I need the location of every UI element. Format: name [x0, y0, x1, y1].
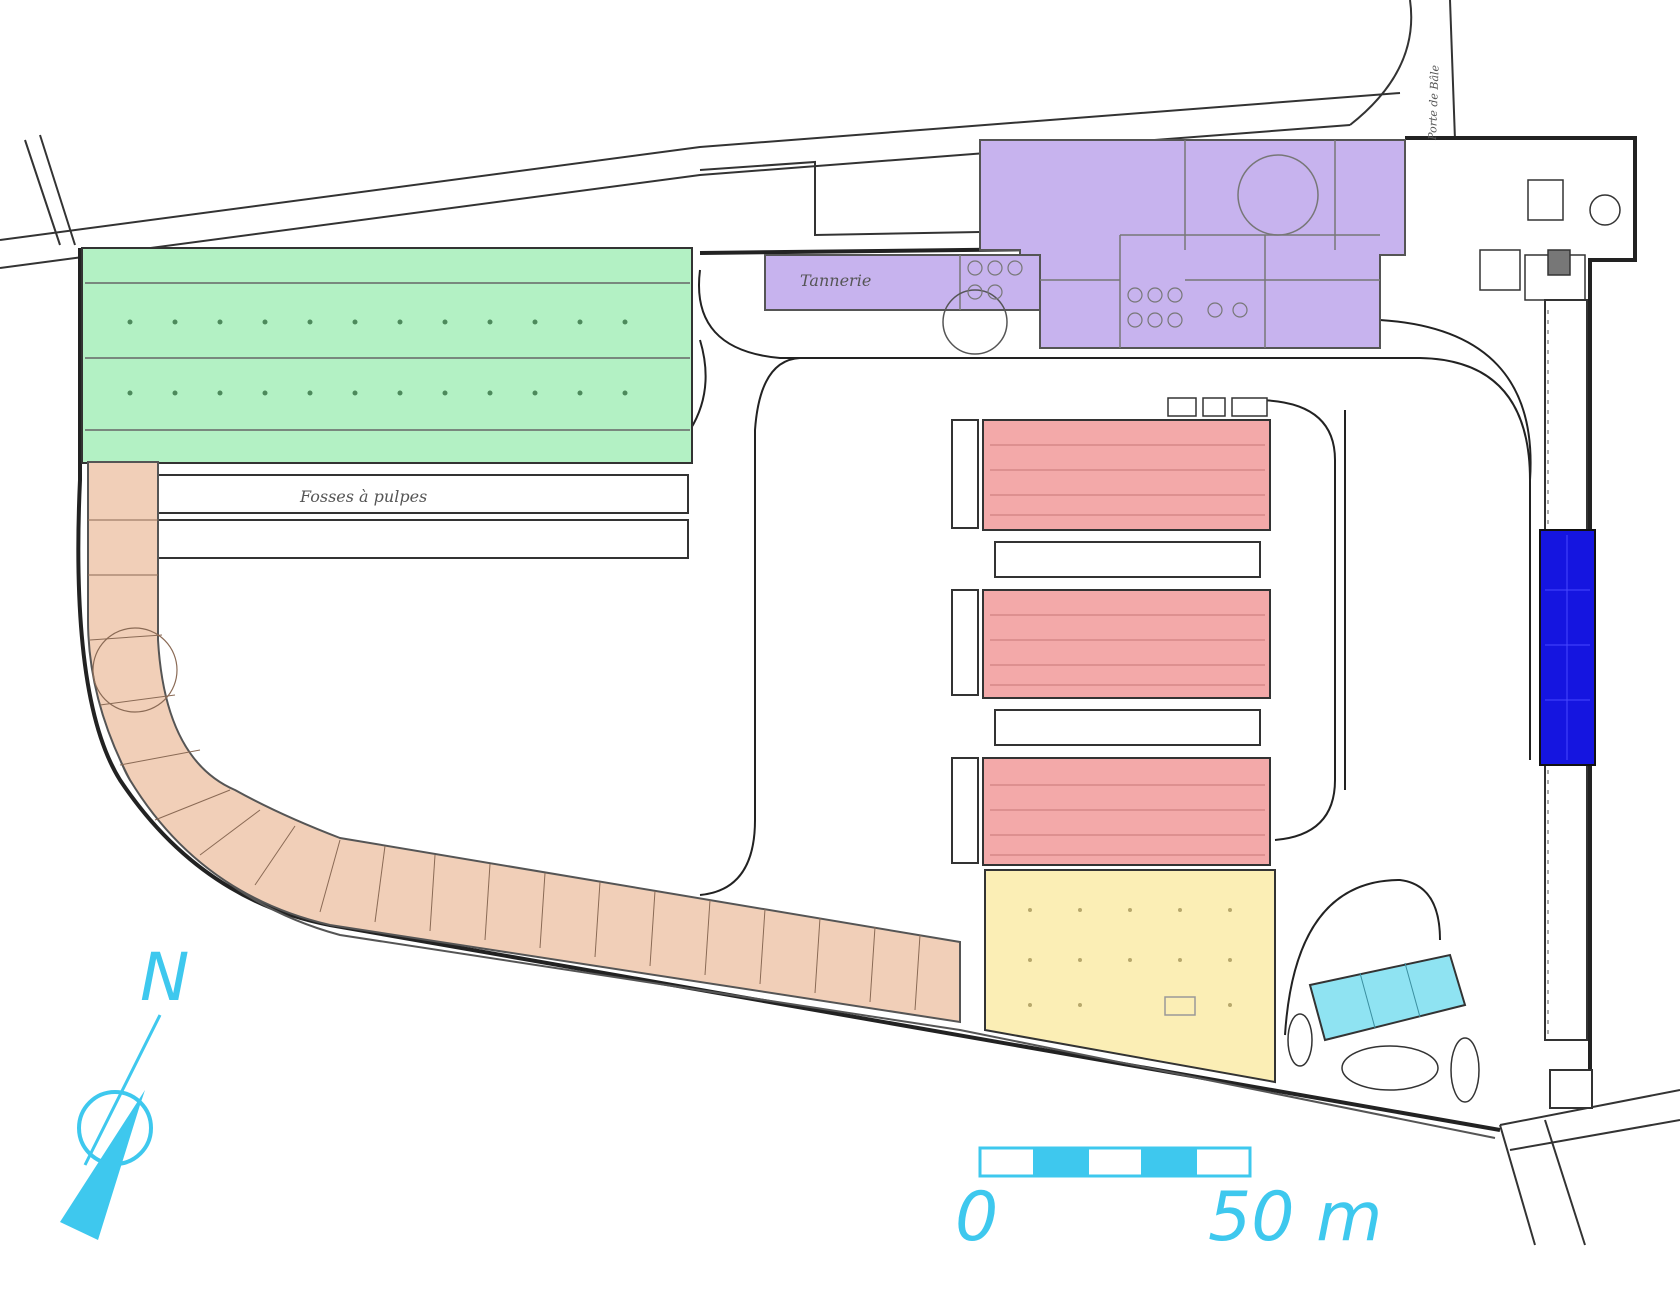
road-porte	[1449, 0, 1456, 141]
tannery-complex: Tannerie	[764, 139, 1406, 355]
south-road-2	[1544, 1119, 1586, 1246]
yellow-hall	[984, 869, 1276, 1084]
label-porte: Porte de Bâle	[1426, 64, 1442, 141]
green-sheds	[81, 247, 693, 464]
scale-segment	[1142, 1148, 1196, 1176]
tannery-wing	[764, 254, 1041, 311]
north-inlet	[699, 160, 981, 237]
machine-wheel	[1237, 154, 1319, 236]
tannery-main	[979, 139, 1406, 349]
north-letter: N	[140, 939, 189, 1016]
peach-curved-shed	[87, 461, 961, 1024]
scale-end-label: 50 m	[1208, 1178, 1382, 1257]
label-fosses: Fosses à pulpes	[299, 487, 427, 506]
garden-beds	[1287, 1013, 1480, 1103]
rail-tracks	[689, 269, 1532, 1036]
pink-hall-3	[982, 757, 1271, 866]
tannery-interior-walls	[959, 140, 1380, 348]
scale-bar: 0 50 m	[955, 1146, 1382, 1257]
scale-start-label: 0	[955, 1178, 998, 1257]
pulp-pits: Fosses à pulpes	[157, 474, 689, 559]
blue-shed	[1539, 529, 1596, 766]
north-arrow-needle	[60, 1090, 145, 1240]
scale-segment	[1034, 1148, 1088, 1176]
curve-road-ne	[1349, 0, 1413, 126]
pink-halls	[951, 397, 1271, 866]
vat-circles	[967, 260, 1248, 328]
label-tannery: Tannerie	[800, 271, 871, 290]
green-shed-block	[81, 247, 693, 464]
cyan-office	[1308, 953, 1467, 1042]
pink-hall-1	[982, 419, 1271, 531]
south-road-1	[1499, 1124, 1536, 1246]
west-road	[24, 139, 61, 246]
north-road	[0, 92, 1401, 241]
gatehouse	[1479, 179, 1621, 301]
west-road-2	[39, 134, 76, 246]
north-arrow: N	[60, 939, 189, 1240]
pink-hall-2	[982, 589, 1271, 699]
se-gate-building	[1549, 1069, 1593, 1109]
green-shed-pillars	[127, 319, 628, 396]
southeast-road-2	[1509, 1119, 1680, 1151]
